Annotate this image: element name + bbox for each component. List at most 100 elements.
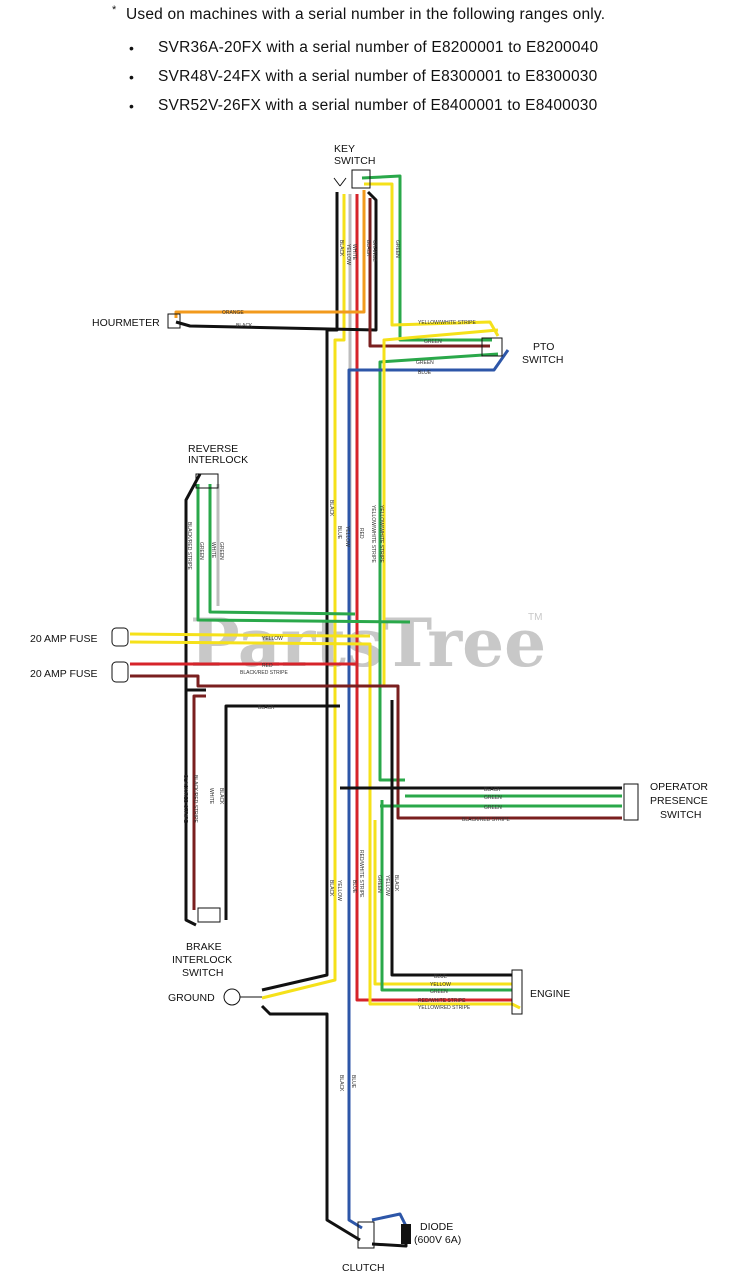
wire-label-black: BLACK <box>338 1075 344 1092</box>
wire-label-black-red: BLACK/RED STRIPE <box>186 522 192 570</box>
wire-label-black: BLACK <box>328 500 334 517</box>
wire-label-yellow: YELLOW <box>430 982 451 988</box>
wire-label-red-white: RED/WHITE STRIPE <box>418 998 466 1004</box>
wire-label-yellow: YELLOW <box>345 244 351 265</box>
wire-label-blue: BLUE <box>418 370 432 376</box>
wire-yellow-fuse1 <box>129 632 370 638</box>
wire-label-blue: BLUE <box>336 526 342 540</box>
brake-interlock-label: BRAKE <box>186 941 222 953</box>
wire-black-key-2 <box>175 190 378 332</box>
wire-blue-diode <box>371 1212 408 1227</box>
wire-brown-fuse2 <box>130 674 622 820</box>
brake-interlock-label: INTERLOCK <box>172 954 232 966</box>
wire-black-ground <box>260 1004 361 1242</box>
fuse-icon <box>111 627 129 683</box>
pto-switch-label: SWITCH <box>522 354 563 366</box>
reverse-interlock-label: INTERLOCK <box>188 454 248 466</box>
wire-label-green: GREEN <box>218 542 224 560</box>
key-switch-label: SWITCH <box>334 155 375 167</box>
wire-label-black: BLACK <box>236 323 253 329</box>
wire-blue-pto <box>347 349 510 1230</box>
fuse-label: 20 AMP FUSE <box>30 668 98 680</box>
clutch-label: CLUTCH <box>342 1262 385 1274</box>
brake-interlock-icon <box>197 907 221 923</box>
wire-label-yellow: YELLOW <box>384 875 390 896</box>
wire-label-orange: ORANGE <box>371 240 377 262</box>
note-item-svr48v: SVR48V-24FX with a serial number of E830… <box>158 68 598 85</box>
wire-yellow-key-2 <box>364 182 500 337</box>
wire-orange-hourmeter <box>174 190 366 318</box>
wire-label-yellow: YELLOW <box>262 636 283 642</box>
wire-green-engine <box>380 800 512 992</box>
wire-label-black: BLACK <box>218 788 224 805</box>
wire-label-blue: BLUE <box>351 880 357 894</box>
reverse-interlock-label: REVERSE <box>188 443 238 455</box>
operator-presence-icon <box>623 783 639 821</box>
wire-black-reverse <box>184 473 202 927</box>
wire-yellow-fuse1-b <box>129 640 512 1006</box>
wire-label-yellow: YELLOW <box>336 880 342 901</box>
wire-label-yellow-red: YELLOW/RED STRIPE <box>418 1005 471 1011</box>
wire-label-red-white: RED/WHITE STRIPE <box>358 850 364 898</box>
wire-label-green: GREEN <box>484 805 502 811</box>
wire-label-white: WHITE <box>208 788 214 805</box>
wire-red-key <box>355 194 512 1002</box>
wire-label-green: GREEN <box>394 240 400 258</box>
asterisk: * <box>112 4 117 16</box>
fuse-label: 20 AMP FUSE <box>30 633 98 645</box>
wire-label-black: BLACK <box>393 875 399 892</box>
wire-label-black: BLACK <box>258 705 275 711</box>
wire-label-blue: BLUE <box>434 974 448 980</box>
wire-label-white: WHITE <box>351 244 357 261</box>
wire-label-yellow-white: YELLOW/WHITE STRIPE <box>418 320 476 326</box>
wire-yellow-engine-2 <box>511 1002 521 1010</box>
wire-label-green: GREEN <box>424 339 442 345</box>
wire-label-black: BLACK <box>365 240 371 257</box>
pto-switch-label: PTO <box>533 341 554 353</box>
note-intro: Used on machines with a serial number in… <box>126 6 606 23</box>
wire-label-red: RED <box>358 528 364 539</box>
wire-black-diode <box>371 1240 408 1248</box>
wire-green-reverse-a <box>196 484 411 624</box>
wire-label-white: WHITE <box>210 542 216 559</box>
wire-label-yellow-white: YELLOW/WHITE STRIPE <box>378 505 384 563</box>
operator-presence-label: OPERATOR <box>650 781 708 793</box>
brake-interlock-label: SWITCH <box>182 967 223 979</box>
bullet-icon: • <box>129 40 134 56</box>
diode-label: DIODE <box>420 1221 453 1233</box>
pto-switch-icon <box>481 337 503 357</box>
wire-label-black: BLACK <box>338 240 344 257</box>
key-switch-label: KEY <box>334 143 355 155</box>
wire-label-black: BLACK <box>328 880 334 897</box>
wire-black-brake <box>224 704 340 920</box>
wire-label-green: GREEN <box>416 360 434 366</box>
wire-label-green: GREEN <box>198 542 204 560</box>
wire-brown-key <box>368 198 490 348</box>
note-item-svr36a: SVR36A-20FX with a serial number of E820… <box>158 39 599 56</box>
wire-black-engine <box>390 700 512 977</box>
wire-brown-brake <box>192 694 206 910</box>
wire-label-black-red: BLACK/RED STRIPE <box>182 775 188 823</box>
hourmeter-label: HOURMETER <box>92 317 160 329</box>
wire-yellow-engine <box>373 820 512 986</box>
wire-label-black-red: BLACK/RED STRIPE <box>462 817 510 823</box>
note-item-svr52v: SVR52V-26FX with a serial number of E840… <box>158 97 598 114</box>
wire-green-reverse-b <box>208 484 356 616</box>
reverse-interlock-icon <box>195 473 219 489</box>
key-switch-icon <box>333 169 371 189</box>
clutch-icon <box>357 1221 375 1249</box>
wire-label-orange: ORANGE <box>222 310 244 316</box>
wire-green-key <box>361 174 492 342</box>
ground-label: GROUND <box>168 992 215 1004</box>
wire-label-blue: BLUE <box>350 1075 356 1089</box>
wire-label-black: BLACK <box>484 787 501 793</box>
diode-icon <box>401 1224 411 1244</box>
ground-icon <box>223 988 262 1006</box>
wire-label-black-red: BLACK/RED STRIPE <box>192 775 198 823</box>
wire-label-red: RED <box>262 663 273 669</box>
engine-label: ENGINE <box>530 988 570 1000</box>
wire-label-green: GREEN <box>376 875 382 893</box>
wire-label-yellow-white: YELLOW/WHITE STRIPE <box>370 505 376 563</box>
wire-label-green: GREEN <box>484 795 502 801</box>
